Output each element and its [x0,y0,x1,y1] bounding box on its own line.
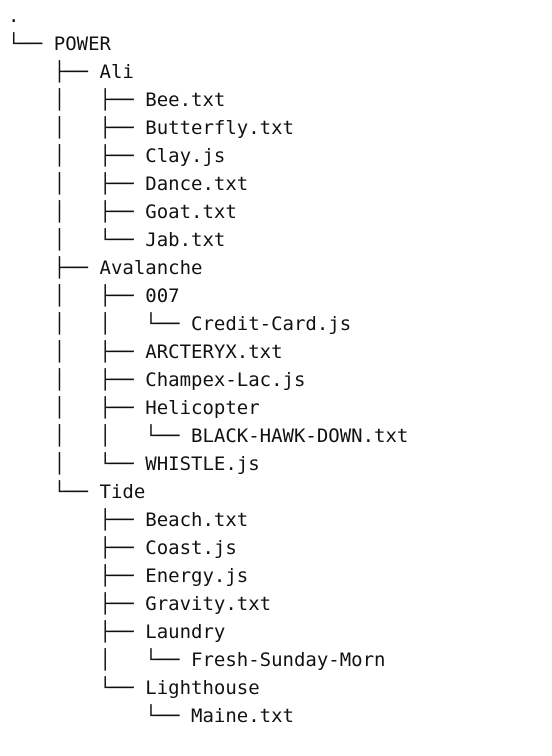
tree-entry-name: Ali [99,61,134,83]
tree-branch-prefix: ├── [8,61,100,83]
tree-row: ├── Laundry [8,618,226,646]
tree-entry-name: Beach.txt [145,509,249,531]
tree-row: │ └── Fresh-Sunday-Morn [8,646,386,674]
tree-entry-name: Gravity.txt [145,593,272,615]
tree-branch-prefix: │ ├── [8,397,146,419]
tree-branch-prefix: │ ├── [8,145,146,167]
tree-entry-name: Champex-Lac.js [145,369,306,391]
tree-entry-name: Bee.txt [145,89,226,111]
tree-entry-name: . [8,5,20,27]
tree-branch-prefix: │ └── [8,453,146,475]
tree-entry-name: Maine.txt [191,705,294,727]
tree-row: └── Tide [8,478,146,506]
tree-row: │ ├── Helicopter [8,394,260,422]
tree-branch-prefix: ├── [8,257,100,279]
tree-entry-name: ARCTERYX.txt [145,341,283,363]
tree-row: ├── Ali [8,58,134,86]
tree-entry-name: Credit-Card.js [191,313,352,335]
tree-entry-name: Goat.txt [145,201,237,223]
tree-entry-name: Dance.txt [145,173,249,195]
tree-row: └── POWER [8,30,111,58]
tree-row: ├── Energy.js [8,562,249,590]
tree-branch-prefix: │ ├── [8,201,146,223]
tree-branch-prefix: ├── [8,537,146,559]
tree-entry-name: Avalanche [99,257,203,279]
tree-entry-name: Jab.txt [145,229,226,251]
tree-row: │ │ └── BLACK-HAWK-DOWN.txt [8,422,409,450]
tree-row: │ ├── 007 [8,282,180,310]
tree-row: ├── Gravity.txt [8,590,272,618]
tree-row: ├── Coast.js [8,534,237,562]
tree-branch-prefix: │ ├── [8,341,146,363]
tree-branch-prefix: ├── [8,621,146,643]
tree-entry-name: Clay.js [145,145,226,167]
tree-row: ├── Avalanche [8,254,203,282]
tree-entry-name: Energy.js [145,565,249,587]
tree-branch-prefix: │ ├── [8,285,146,307]
tree-branch-prefix: │ │ └── [8,425,192,447]
tree-branch-prefix: └── [8,705,192,727]
tree-branch-prefix: │ ├── [8,89,146,111]
tree-entry-name: Lighthouse [145,677,260,699]
tree-branch-prefix: │ │ └── [8,313,192,335]
tree-branch-prefix: ├── [8,509,146,531]
tree-branch-prefix: └── [8,33,54,55]
tree-row: └── Lighthouse [8,674,260,702]
tree-branch-prefix: ├── [8,593,146,615]
tree-row: │ └── Jab.txt [8,226,226,254]
tree-entry-name: Tide [99,481,146,503]
tree-row: │ ├── ARCTERYX.txt [8,338,283,366]
tree-entry-name: Butterfly.txt [145,117,294,139]
tree-branch-prefix: │ ├── [8,369,146,391]
tree-branch-prefix: │ └── [8,649,192,671]
tree-row: . [8,2,19,30]
tree-entry-name: Helicopter [145,397,260,419]
tree-row: │ ├── Dance.txt [8,170,248,198]
tree-branch-prefix: │ ├── [8,173,146,195]
tree-row: └── Maine.txt [8,702,294,730]
tree-entry-name: Laundry [145,621,226,643]
tree-entry-name: WHISTLE.js [145,453,260,475]
tree-branch-prefix: │ ├── [8,117,146,139]
tree-row: │ ├── Goat.txt [8,198,237,226]
tree-branch-prefix: └── [8,677,146,699]
tree-row: │ ├── Champex-Lac.js [8,366,306,394]
tree-entry-name: 007 [145,285,180,307]
tree-entry-name: BLACK-HAWK-DOWN.txt [191,425,409,447]
tree-entry-name: Fresh-Sunday-Morn [191,649,386,671]
tree-branch-prefix: ├── [8,565,146,587]
tree-row: │ │ └── Credit-Card.js [8,310,351,338]
tree-row: ├── Beach.txt [8,506,249,534]
tree-row: │ ├── Bee.txt [8,86,226,114]
tree-row: │ ├── Clay.js [8,142,226,170]
tree-entry-name: POWER [53,33,111,55]
tree-entry-name: Coast.js [145,537,237,559]
tree-row: │ └── WHISTLE.js [8,450,260,478]
tree-branch-prefix: │ └── [8,229,146,251]
tree-row: │ ├── Butterfly.txt [8,114,294,142]
tree-branch-prefix: └── [8,481,100,503]
